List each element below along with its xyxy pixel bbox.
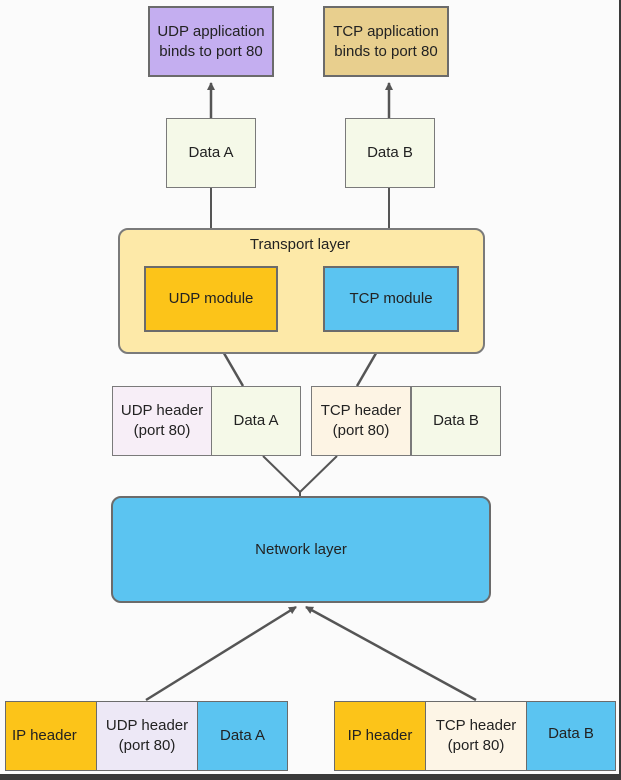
segment-data-b: Data B [411, 386, 501, 456]
transport-layer-title: Transport layer [249, 236, 351, 253]
tcp-application-box: TCP application binds to port 80 [323, 6, 449, 77]
tcp-module-box: TCP module [323, 266, 459, 332]
udp-packet-ip-header: IP header [5, 701, 97, 771]
arrow-tcp-packet-to-network [305, 605, 477, 702]
network-layer-box: Network layer [111, 496, 491, 603]
segment-data-a: Data A [211, 386, 301, 456]
segment-udp-header: UDP header (port 80) [112, 386, 212, 456]
udp-module-box: UDP module [144, 266, 278, 332]
tcp-packet-ip-header: IP header [334, 701, 426, 771]
tcp-packet-data-b: Data B [526, 701, 616, 771]
line-split-to-tcp-segment [299, 455, 338, 493]
udp-packet-udp-header: UDP header (port 80) [96, 701, 198, 771]
delivered-data-a: Data A [166, 118, 256, 188]
line-split-to-udp-segment [262, 455, 301, 493]
udp-packet-data-a: Data A [197, 701, 288, 771]
delivered-data-b: Data B [345, 118, 435, 188]
tcp-packet-tcp-header: TCP header (port 80) [425, 701, 527, 771]
segment-tcp-header: TCP header (port 80) [311, 386, 411, 456]
udp-application-box: UDP application binds to port 80 [148, 6, 274, 77]
arrow-udp-packet-to-network [145, 605, 297, 702]
